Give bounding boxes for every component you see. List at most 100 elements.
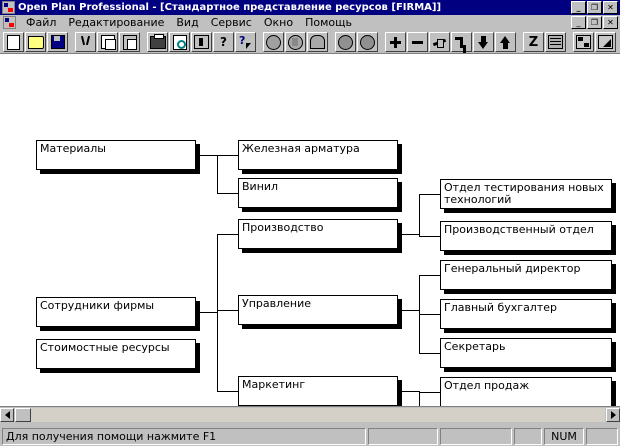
- link-icon: [433, 37, 446, 48]
- zoom-icon: Z: [528, 34, 539, 50]
- network-icon: [576, 35, 591, 49]
- new-button[interactable]: [3, 32, 24, 52]
- connector-line: [217, 193, 238, 194]
- resource-dome-button[interactable]: [307, 32, 328, 52]
- connector-line: [217, 155, 238, 156]
- minimize-button[interactable]: _: [571, 1, 586, 14]
- cut-button[interactable]: [75, 32, 96, 52]
- diagram-node-marketing[interactable]: Маркетинг: [238, 376, 398, 406]
- connector-line: [419, 236, 440, 237]
- move-down-icon: [478, 35, 489, 49]
- save-icon: [50, 35, 65, 49]
- open-button[interactable]: [25, 32, 46, 52]
- app-icon: [2, 1, 15, 14]
- right-arrow-icon: [610, 411, 616, 419]
- scrollbar-track[interactable]: [15, 408, 605, 422]
- title-bar: Open Plan Professional - [Стандартное пр…: [0, 0, 620, 15]
- zoom-button[interactable]: Z: [523, 32, 544, 52]
- diagram-node-armatura[interactable]: Железная арматура: [238, 140, 398, 170]
- diagram-node-testirovanie[interactable]: Отдел тестирования новых технологий: [440, 179, 612, 209]
- new-icon: [7, 34, 20, 50]
- resource-filled-icon: [338, 34, 353, 50]
- resource-person-button[interactable]: [285, 32, 306, 52]
- connector-line: [196, 155, 217, 156]
- paste-icon: [122, 34, 137, 50]
- fit-window-icon: [598, 35, 613, 49]
- diagram-node-upravlenie[interactable]: Управление: [238, 295, 398, 325]
- diagram-node-vinil[interactable]: Винил: [238, 178, 398, 208]
- mdi-minimize-button[interactable]: _: [571, 16, 586, 29]
- resource-shaded-button[interactable]: [357, 32, 378, 52]
- grid-button[interactable]: [545, 32, 566, 52]
- document-icon[interactable]: [3, 16, 16, 29]
- scroll-right-button[interactable]: [606, 408, 620, 422]
- menu-item-tools[interactable]: Сервис: [210, 16, 252, 29]
- move-down-button[interactable]: [473, 32, 494, 52]
- diagram-node-materialy[interactable]: Материалы: [36, 140, 196, 170]
- move-up-icon: [500, 35, 511, 49]
- menu-item-edit[interactable]: Редактирование: [68, 16, 165, 29]
- connector-line: [398, 391, 419, 392]
- open-icon: [27, 35, 44, 49]
- help-button[interactable]: ?: [213, 32, 234, 52]
- connector-line: [419, 194, 420, 236]
- copy-button[interactable]: [97, 32, 118, 52]
- network-button[interactable]: [573, 32, 594, 52]
- resource-circle-icon: [266, 34, 281, 50]
- diagram-node-proizvotdel[interactable]: Производственный отдел: [440, 221, 612, 251]
- properties-icon: [194, 35, 209, 49]
- step-icon: [455, 36, 468, 48]
- print-preview-button[interactable]: [169, 32, 190, 52]
- fit-window-button[interactable]: [595, 32, 616, 52]
- remove-button[interactable]: [407, 32, 428, 52]
- status-pane-2: [368, 427, 438, 445]
- link-button[interactable]: [429, 32, 450, 52]
- context-help-icon: [239, 34, 252, 49]
- resource-filled-button[interactable]: [335, 32, 356, 52]
- window-title: Open Plan Professional - [Стандартное пр…: [18, 2, 442, 13]
- menu-item-file[interactable]: Файл: [26, 16, 57, 29]
- mdi-window-controls: _ ❐ ✕: [571, 16, 618, 29]
- paste-button[interactable]: [119, 32, 140, 52]
- status-num-indicator: NUM: [544, 427, 584, 445]
- mdi-close-button[interactable]: ✕: [603, 16, 618, 29]
- diagram-node-sotrudniki[interactable]: Сотрудники фирмы: [36, 297, 196, 327]
- properties-button[interactable]: [191, 32, 212, 52]
- connector-line: [419, 353, 440, 354]
- save-button[interactable]: [47, 32, 68, 52]
- connector-line: [419, 314, 440, 315]
- horizontal-scrollbar[interactable]: [0, 406, 620, 422]
- connector-line: [217, 391, 238, 392]
- diagram-node-proizvodstvo[interactable]: Производство: [238, 219, 398, 249]
- menu-item-help[interactable]: Помощь: [305, 16, 352, 29]
- restore-button[interactable]: ❐: [587, 1, 602, 14]
- connector-line: [419, 275, 440, 276]
- remove-icon: [411, 36, 424, 49]
- step-button[interactable]: [451, 32, 472, 52]
- toolbar: ? Z: [0, 30, 620, 54]
- diagram-node-buhgalter[interactable]: Главный бухгалтер: [440, 299, 612, 329]
- resource-circle-button[interactable]: [263, 32, 284, 52]
- scrollbar-thumb[interactable]: [15, 408, 31, 422]
- diagram-node-gendirector[interactable]: Генеральный директор: [440, 260, 612, 290]
- resource-dome-icon: [310, 35, 325, 49]
- connector-line: [217, 234, 218, 391]
- menu-item-view[interactable]: Вид: [176, 16, 199, 29]
- diagram-node-sekretar[interactable]: Секретарь: [440, 338, 612, 368]
- menu-item-window[interactable]: Окно: [263, 16, 294, 29]
- help-icon: ?: [220, 35, 227, 49]
- resource-shaded-icon: [360, 34, 375, 50]
- left-arrow-icon: [4, 411, 10, 419]
- scroll-left-button[interactable]: [0, 408, 14, 422]
- mdi-restore-button[interactable]: ❐: [587, 16, 602, 29]
- status-pane-4: [514, 427, 542, 445]
- context-help-button[interactable]: [235, 32, 256, 52]
- print-button[interactable]: [147, 32, 168, 52]
- diagram-node-otdelprodazh[interactable]: Отдел продаж: [440, 377, 612, 406]
- move-up-button[interactable]: [495, 32, 516, 52]
- close-button[interactable]: ✕: [603, 1, 618, 14]
- add-button[interactable]: [385, 32, 406, 52]
- diagram-node-stoimost[interactable]: Стоимостные ресурсы: [36, 339, 196, 369]
